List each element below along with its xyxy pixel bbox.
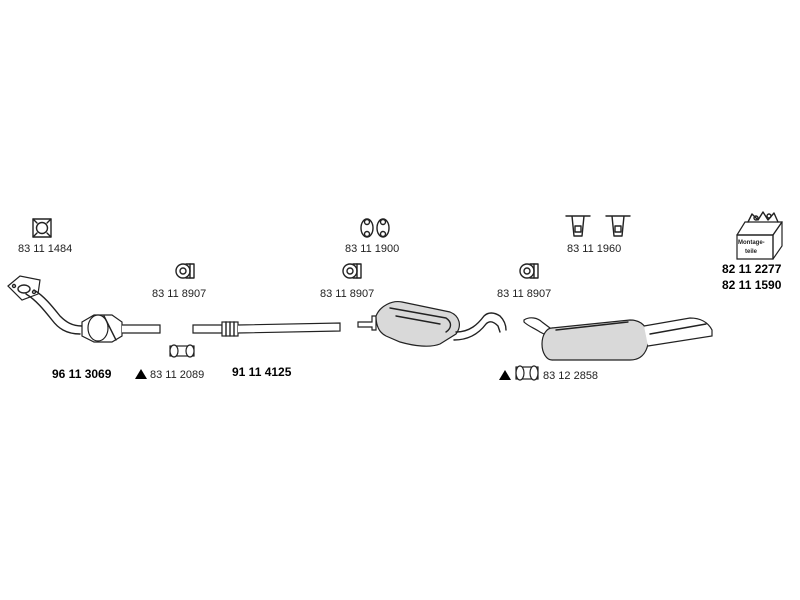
clamp-label-2: 83 11 8907 — [320, 288, 374, 300]
rear-silencer-part — [523, 317, 713, 361]
hanger-pair-mid-label: 83 11 1900 — [345, 243, 399, 255]
bracket-hanger-icon — [565, 215, 631, 237]
catalytic-converter-part — [7, 275, 161, 343]
mounting-kit-label-2: 82 11 1590 — [722, 278, 782, 292]
mounting-kit-label-1: 82 11 2277 — [722, 262, 782, 276]
mounting-kit-box-text-1: Montage- — [738, 240, 765, 246]
hanger-pair-rear-label: 83 11 1960 — [567, 243, 621, 255]
clamp-label-1: 83 11 8907 — [152, 288, 206, 300]
middle-silencer-part — [357, 301, 507, 347]
connector-sleeve-icon-front — [169, 344, 195, 358]
rubber-hanger-icon — [360, 218, 390, 238]
pipe-clamp-icon-3 — [519, 263, 539, 279]
flange-gasket-label: 83 11 1484 — [18, 243, 72, 255]
warning-triangle-icon-front — [135, 369, 147, 379]
connector-sleeve-icon-rear — [515, 365, 539, 381]
warning-triangle-icon-rear — [499, 370, 511, 380]
pipe-clamp-icon-1 — [175, 263, 195, 279]
catalytic-converter-label: 96 11 3069 — [52, 367, 112, 381]
mounting-kit-box-text-2: teile — [745, 249, 758, 255]
mounting-kit-box-icon: Montage- teile — [736, 211, 783, 260]
pipe-clamp-icon-2 — [342, 263, 362, 279]
clamp-label-3: 83 11 8907 — [497, 288, 551, 300]
flex-pipe-part — [192, 321, 341, 337]
flex-pipe-label: 91 11 4125 — [232, 365, 292, 379]
connector-rear-label: 83 12 2858 — [543, 370, 598, 382]
gasket-icon — [32, 218, 52, 238]
connector-front-label: 83 11 2089 — [150, 369, 204, 381]
